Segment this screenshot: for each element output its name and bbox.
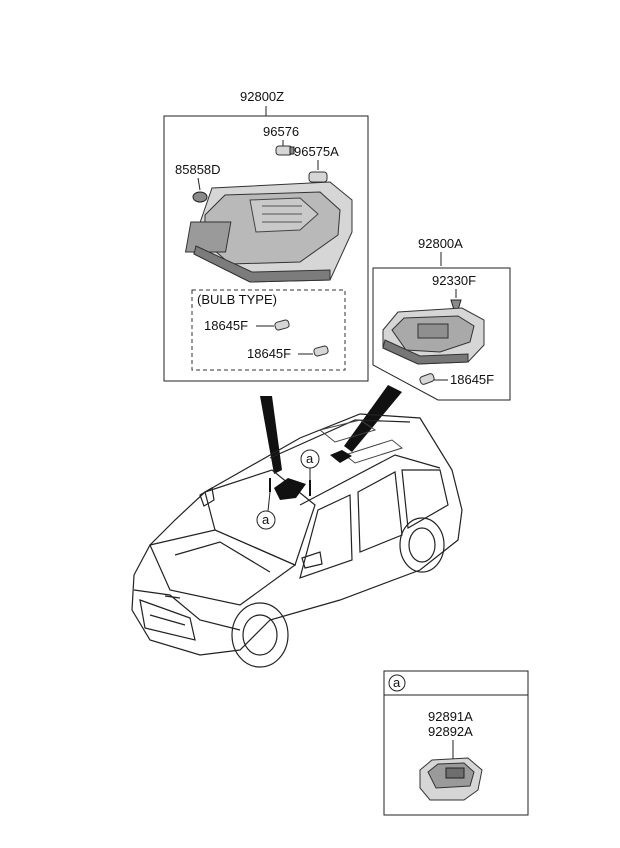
rear-lamp-location	[330, 450, 352, 463]
assembly-label-92800a: 92800A	[418, 236, 463, 251]
pointer-wedge-rear	[344, 385, 402, 452]
part-label-18645f: 18645F	[450, 372, 494, 387]
bulb-type-label: (BULB TYPE)	[197, 292, 277, 307]
assembly-label-92800z: 92800Z	[240, 89, 284, 104]
bulb-type-box	[191, 289, 346, 371]
overhead-console-lamp-92800z	[184, 181, 353, 283]
part-label-18645f: 18645F	[204, 318, 248, 333]
assembly-box-92800z	[163, 115, 369, 382]
part-label-92330f: 92330F	[432, 273, 476, 288]
bulb-part-96576	[275, 145, 295, 156]
part-label-85858d: 85858D	[175, 162, 221, 177]
callout-circle	[388, 674, 406, 692]
bulb-part-96575a	[308, 171, 328, 183]
callout-a-left: a	[262, 512, 270, 527]
part-label-96576: 96576	[263, 124, 299, 139]
part-label-92892a: 92892A	[428, 724, 473, 739]
leader-line	[267, 491, 271, 512]
bulb-part-18645f	[274, 319, 290, 331]
pointer-wedge-front	[260, 396, 282, 474]
map-lamp-part-92891a	[419, 757, 483, 801]
vehicle-illustration	[131, 413, 463, 668]
legend-box-a	[383, 670, 529, 816]
callout-circle	[256, 510, 276, 530]
assembly-box-92800a	[372, 267, 511, 401]
bulb-part-18645f	[313, 345, 329, 357]
callout-a-top: a	[306, 451, 314, 466]
overhead-console-lamp-92800a	[382, 307, 485, 365]
part-label-96575a: 96575A	[294, 144, 339, 159]
part-label-92891a: 92891A	[428, 709, 473, 724]
part-label-18645f: 18645F	[247, 346, 291, 361]
front-lamp-location	[274, 478, 306, 500]
clip-part-85858d	[192, 191, 208, 203]
leader-line	[197, 177, 201, 191]
bulb-part-18645f	[419, 373, 435, 385]
legend-callout-a: a	[393, 675, 401, 690]
